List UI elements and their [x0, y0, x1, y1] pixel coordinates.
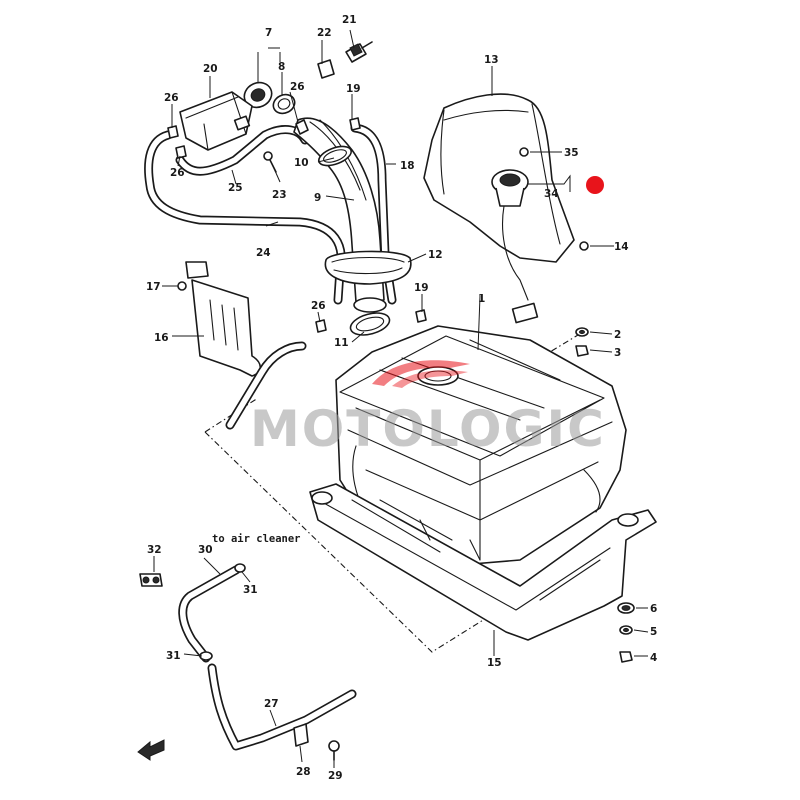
label-part-10: 10 [294, 157, 309, 169]
fuel-cap-bolt [345, 41, 373, 63]
label-part-9: 9 [314, 192, 321, 204]
bolt-3 [575, 345, 589, 357]
label-part-18: 18 [400, 160, 415, 172]
watermark-text: MOTOLOGIC [250, 400, 606, 458]
label-part-3: 3 [614, 347, 621, 359]
tank-support-frame [309, 483, 657, 641]
label-part-13: 13 [484, 54, 499, 66]
retaining-clip [317, 59, 335, 79]
filler-grommet [324, 250, 412, 285]
label-part-17: 17 [146, 281, 161, 293]
spacer-6 [617, 602, 635, 614]
protector-bolt [177, 281, 187, 291]
label-part-19a: 19 [346, 83, 361, 95]
air-cleaner-hose [178, 565, 241, 663]
small-hose-clip-b [175, 145, 187, 159]
label-part-28: 28 [296, 766, 311, 778]
label-part-26a: 26 [164, 92, 179, 104]
small-hose-clip-f [415, 309, 427, 323]
fuel-pump [491, 169, 539, 324]
filler-cap [243, 81, 273, 109]
label-part-31b: 31 [166, 650, 181, 662]
label-part-2: 2 [614, 329, 621, 341]
red-marker-dot [586, 176, 604, 194]
label-part-29: 29 [328, 770, 343, 782]
label-part-1: 1 [478, 293, 485, 305]
label-part-24: 24 [256, 247, 271, 259]
label-part-4: 4 [650, 652, 657, 664]
label-part-30: 30 [198, 544, 213, 556]
label-part-7: 7 [265, 27, 272, 39]
small-hose-clip-a [167, 125, 179, 139]
label-part-26b: 26 [170, 167, 185, 179]
tank-protector [185, 261, 262, 377]
label-part-34: 34 [544, 188, 559, 200]
label-part-8: 8 [278, 61, 285, 73]
hose-clip-32 [139, 573, 163, 587]
watermark-logo: MOTOLOGIC [250, 360, 606, 458]
lower-hose [207, 663, 357, 751]
label-part-27: 27 [264, 698, 279, 710]
label-part-31a: 31 [243, 584, 258, 596]
label-part-6: 6 [650, 603, 657, 615]
leader-lines [153, 29, 649, 768]
label-part-5: 5 [650, 626, 657, 638]
label-part-22: 22 [317, 27, 332, 39]
label-part-19b: 19 [414, 282, 429, 294]
label-part-11: 11 [334, 337, 349, 349]
label-part-35: 35 [564, 147, 579, 159]
front-direction-arrow [137, 739, 165, 761]
air-cleaner-note: to air cleaner [212, 533, 301, 545]
small-hose-clip-e [315, 319, 327, 333]
label-part-23: 23 [272, 189, 287, 201]
label-part-32: 32 [147, 544, 162, 556]
bolt-4 [619, 651, 633, 663]
label-part-12: 12 [428, 249, 443, 261]
label-part-25: 25 [228, 182, 243, 194]
label-part-14: 14 [614, 241, 629, 253]
pump-screw [519, 147, 529, 157]
cap-gasket [272, 93, 296, 115]
label-part-26d: 26 [311, 300, 326, 312]
bracket-28 [293, 723, 309, 747]
breather-hose [350, 123, 397, 305]
part-numbers: 1 2 3 4 5 6 7 8 9 10 11 12 13 14 15 16 1… [146, 14, 657, 782]
bolt-29 [328, 740, 340, 761]
small-hose-clip-c [295, 119, 309, 135]
drain-hose [225, 341, 307, 430]
washer-5 [619, 625, 633, 635]
hose-clamp-lower [349, 312, 391, 336]
label-part-20: 20 [203, 63, 218, 75]
small-hose-clip-d [349, 117, 361, 131]
cover-bolt [579, 241, 589, 251]
label-part-16: 16 [154, 332, 169, 344]
label-part-21: 21 [342, 14, 357, 26]
washer-2 [575, 327, 589, 337]
hose-clamp-31a [234, 563, 246, 573]
vent-hose [144, 130, 346, 305]
label-part-15: 15 [487, 657, 502, 669]
charcoal-canister [179, 91, 253, 151]
fuel-tank [335, 325, 627, 566]
label-part-26c: 26 [290, 81, 305, 93]
